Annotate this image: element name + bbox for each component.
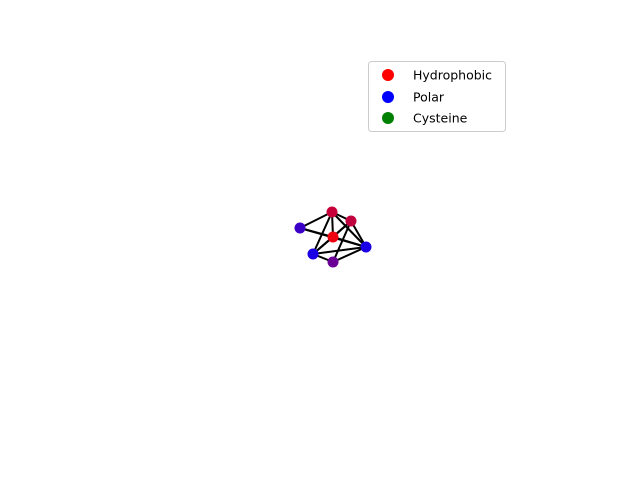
legend-label-hydrophobic: Hydrophobic [413, 68, 492, 83]
node-n2 [345, 215, 357, 227]
legend-marker-cysteine [382, 112, 394, 124]
legend: Hydrophobic Polar Cysteine [368, 61, 506, 132]
edge-n2-n7 [332, 220, 352, 263]
legend-marker-polar [382, 91, 394, 103]
edge-n1-n5 [312, 211, 333, 255]
node-n6 [360, 241, 372, 253]
node-n3 [294, 222, 306, 234]
edge-n4-n6 [332, 236, 367, 248]
edge-n1-n6 [331, 211, 367, 248]
node-n7 [327, 256, 339, 268]
legend-entry-cysteine: Cysteine [382, 111, 468, 126]
nodes-layer [294, 206, 372, 268]
edge-n5-n6 [312, 246, 367, 255]
legend-entry-hydrophobic: Hydrophobic [382, 68, 492, 83]
node-n4 [327, 231, 339, 243]
node-n5 [307, 248, 319, 260]
legend-label-polar: Polar [413, 90, 445, 105]
legend-entry-polar: Polar [382, 90, 445, 105]
edge-n6-n7 [332, 246, 367, 263]
legend-marker-hydrophobic [382, 69, 394, 81]
legend-frame [368, 61, 506, 132]
node-n1 [326, 206, 338, 218]
legend-label-cysteine: Cysteine [413, 111, 468, 126]
edge-n1-n3 [299, 211, 333, 229]
